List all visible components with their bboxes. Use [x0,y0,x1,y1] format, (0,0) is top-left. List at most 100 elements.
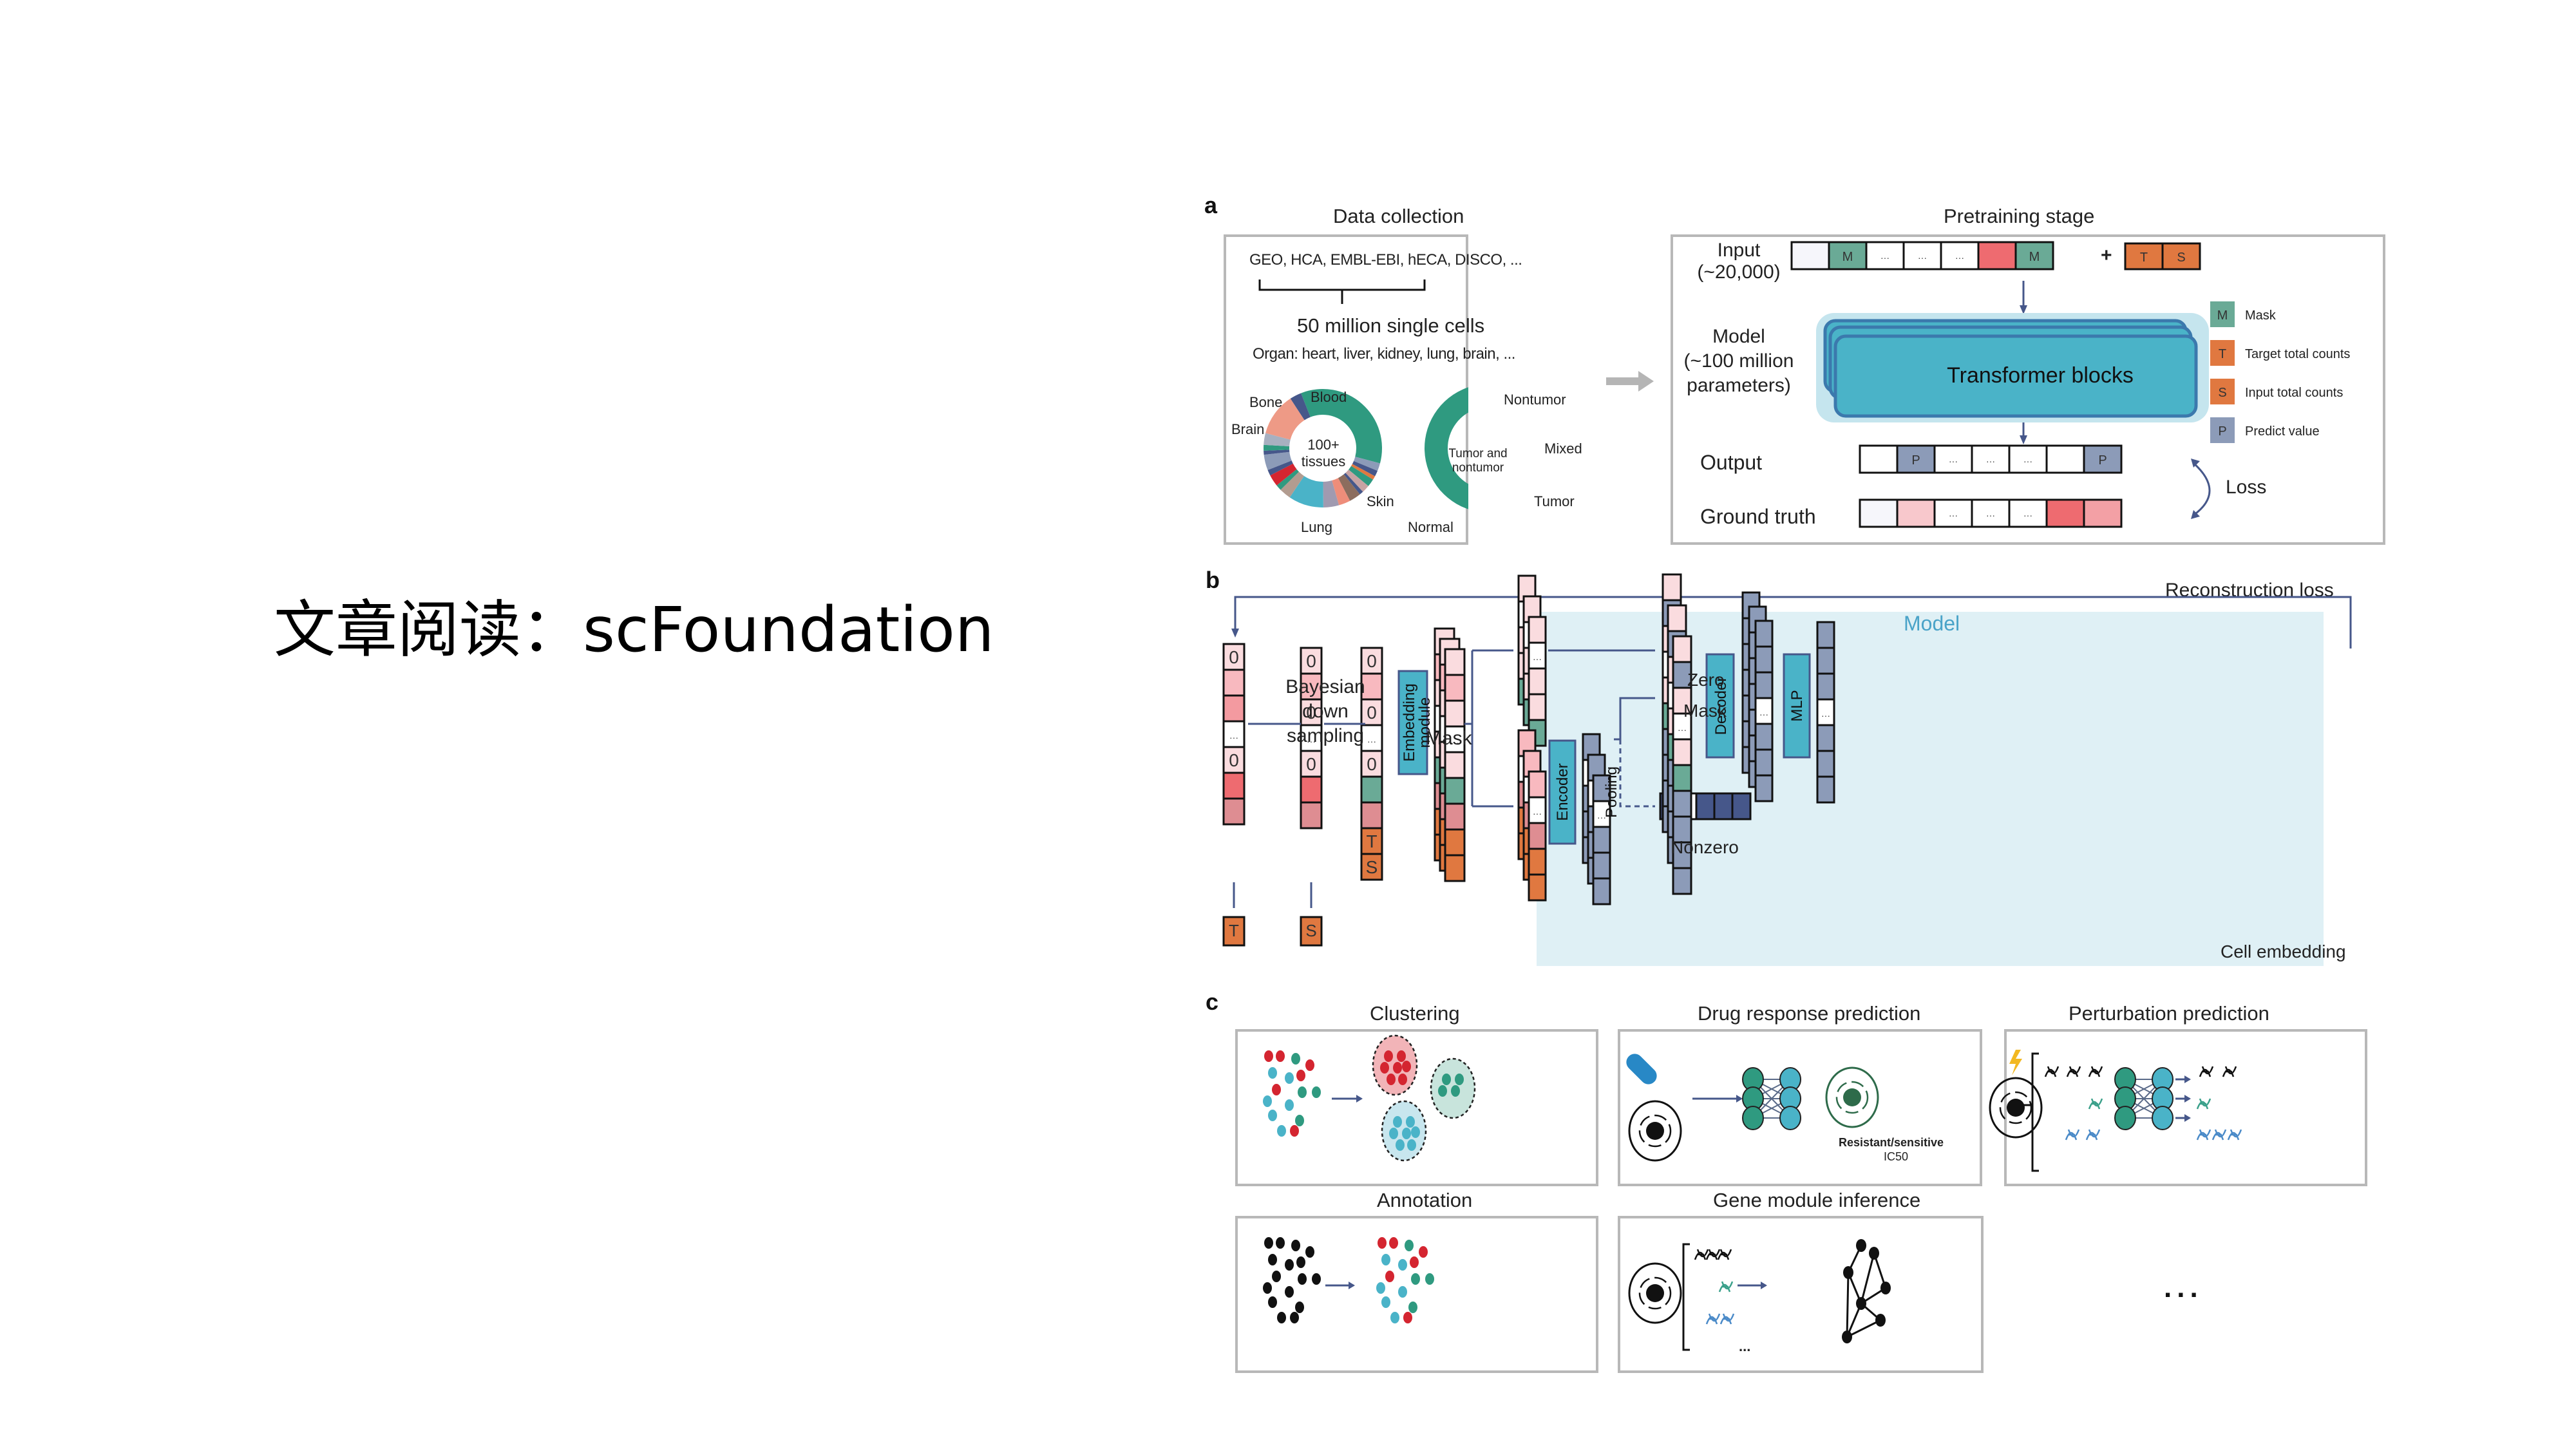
unlabeled-cell-dot [1268,1296,1277,1308]
sequence-cell [2014,241,2054,270]
cell-dot [1398,1074,1407,1085]
graph-node [1856,1297,1866,1310]
decoder-input-cell [1672,635,1692,663]
vector-cell [1360,750,1383,778]
cell-text: M [1842,250,1853,264]
arrow-right-icon [2184,1114,2191,1122]
cell-text: S [2177,251,2185,265]
cell-dot [1442,1074,1451,1085]
task-title-annotation: Annotation [1377,1189,1473,1211]
cell-dot [1268,1110,1277,1121]
unlabeled-cell-dot [1285,1259,1294,1271]
cell-text: ··· [1367,736,1376,746]
embedding-cell [1444,751,1466,779]
cell-dot [1384,1050,1393,1062]
donut-segment [1264,433,1291,447]
cell-text: 0 [1306,754,1316,774]
cell-icon [1638,1114,1672,1148]
labeled-cell-dot [1408,1302,1417,1313]
embedding-cell [1444,725,1466,753]
unlabeled-cell-dot [1312,1273,1321,1285]
sequence-cell [1790,241,1830,270]
cell-text: ··· [1759,709,1768,719]
plus-sign: + [2101,245,2112,266]
zero-cell [1528,641,1547,670]
cell-dot [1393,1062,1402,1074]
decoder-input-cell [1672,687,1692,715]
legend-label: Target total counts [2245,347,2350,361]
dna-icon [1705,1313,1721,1325]
model-params-2: parameters) [1687,375,1791,396]
transformer-layer [1833,334,2198,418]
mask-label: Mask [1426,728,1472,749]
arrow-right-icon [1736,1095,1743,1103]
cell-text: T [1229,921,1239,940]
donut-segment [1352,460,1378,477]
cell-dot [1402,1128,1411,1139]
panel-label-a: a [1204,192,1218,218]
cell-text: ··· [1986,456,1995,466]
bayesian-label-2: down [1302,701,1349,722]
arrow-right-icon [1761,1282,1767,1289]
sequence-cell [1933,444,1973,474]
embedding-cell [1444,854,1466,882]
donut-segment [1289,476,1323,507]
bracket [1258,279,1426,304]
embedding-cell [1444,674,1466,702]
cell-text: 0 [1367,754,1377,774]
cell-text: 0 [1306,703,1316,723]
cell-embedding-cell [1713,792,1734,820]
decoder-input-cell [1672,790,1692,818]
graph-node [1869,1247,1879,1260]
cell-text: ··· [1450,737,1459,748]
graph-node [1856,1239,1866,1252]
unlabeled-cell-dot [1305,1246,1314,1258]
bracket [2021,1052,2039,1172]
legend-label: Input total counts [2245,386,2343,400]
drug-result-1: Resistant/sensitive [1839,1136,1944,1149]
vector-cell [1300,750,1323,778]
vector-cell [1222,694,1245,723]
labeled-cell-dot [1376,1282,1385,1294]
donut-segment [1280,471,1304,498]
donut-segment [1349,466,1374,486]
vector-cell [1222,772,1245,800]
tissue-center-1: 100+ [1307,437,1340,453]
labeled-cell-dot [1398,1286,1407,1298]
nonzero-cell [1528,822,1547,850]
sequence-cell [1940,241,1980,270]
cell-dot [1298,1086,1307,1098]
donut-segment [1343,473,1363,495]
embedding-label: Embedding [1401,683,1418,761]
slide-title: 文章阅读：scFoundation [274,594,994,666]
dna-icon [1718,1281,1734,1293]
cell-embedding-cell [1695,792,1716,820]
cell-dot [1393,1116,1402,1128]
nn-node [1742,1106,1764,1130]
pooling-dashed-arrow [1619,739,1655,808]
panel-label-c: c [1206,989,1219,1015]
panel-label-b: b [1206,567,1220,593]
donut-segment [1265,398,1305,440]
mlp-label: MLP [1788,690,1806,721]
dna-icon [1705,1249,1721,1260]
cell-dot [1396,1139,1405,1151]
pooling-label: Pooling [1603,766,1620,818]
cell-icon [1628,1100,1682,1162]
unlabeled-cell-dot [1263,1282,1272,1294]
task-title-drug: Drug response prediction [1698,1002,1921,1025]
decoded-cell [1754,645,1774,674]
cell-dot [1438,1085,1447,1097]
label-bone: Bone [1249,394,1283,410]
vector-cell [1300,647,1323,675]
graph-node [1842,1331,1852,1343]
cell-dot [1263,1095,1272,1107]
reconstructed-cell [1816,750,1835,778]
arrow-right-icon [2184,1095,2191,1103]
vector-cell [1222,668,1245,697]
cell-dot [1387,1074,1396,1085]
embedding-cell [1444,828,1466,857]
dna-icon [2044,1066,2060,1077]
total-count-S [1300,916,1323,947]
cell-icon-result [1825,1066,1879,1128]
